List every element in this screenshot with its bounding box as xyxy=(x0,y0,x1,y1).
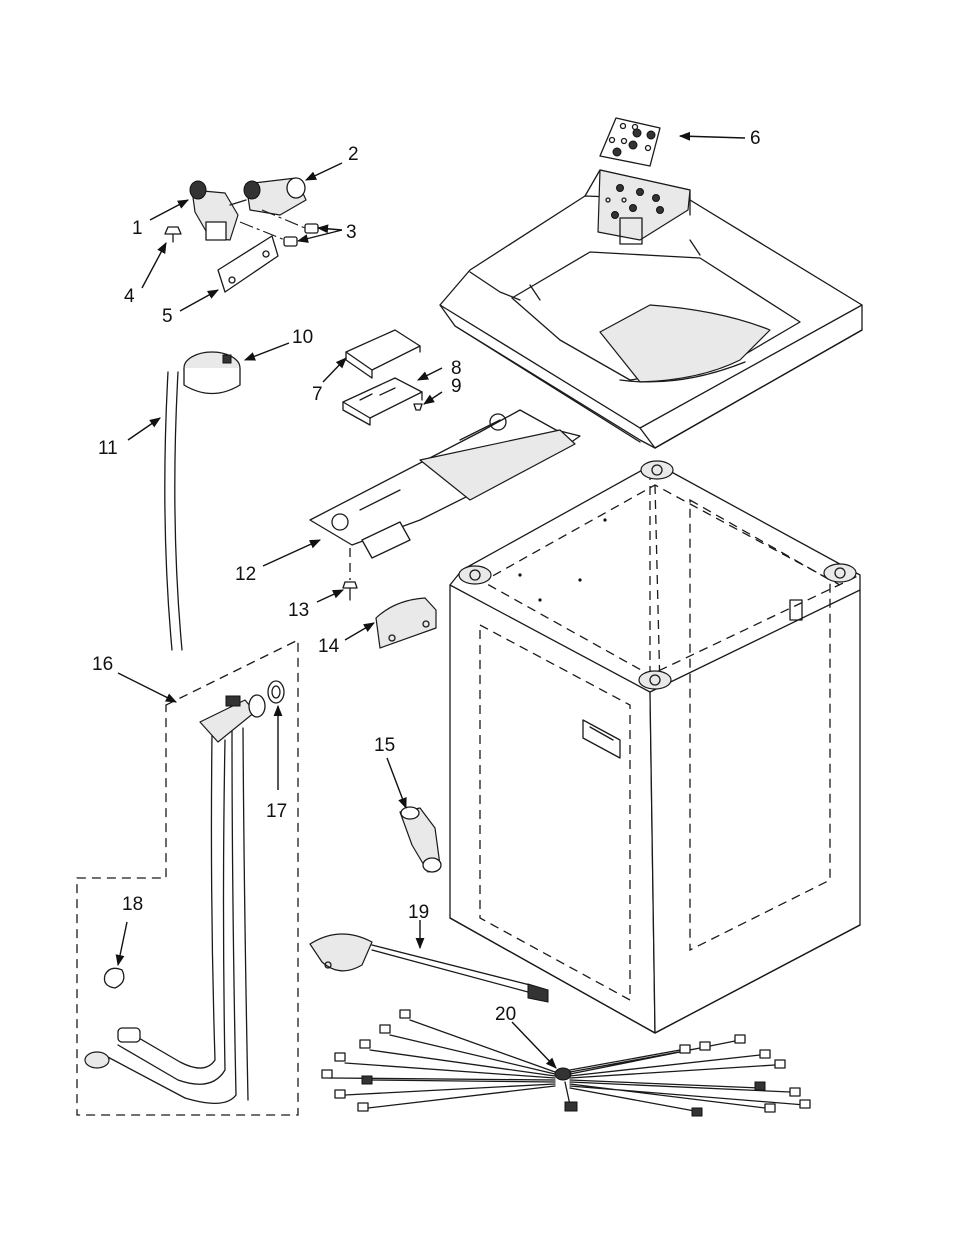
part-mounting-plate xyxy=(310,410,580,558)
callout-15: 15 xyxy=(374,735,395,756)
callout-6: 6 xyxy=(750,128,761,149)
callout-2: 2 xyxy=(348,144,359,165)
callout-13: 13 xyxy=(288,600,309,621)
part-screw-13 xyxy=(343,548,357,600)
part-control-overlay xyxy=(600,118,660,166)
part-control-boards xyxy=(343,330,422,425)
part-valve-bracket xyxy=(218,236,278,292)
callout-19: 19 xyxy=(408,902,429,923)
callout-18: 18 xyxy=(122,894,143,915)
part-wire-harness xyxy=(322,1010,810,1116)
callout-12: 12 xyxy=(235,564,256,585)
callout-14: 14 xyxy=(318,636,340,657)
callout-3: 3 xyxy=(346,222,357,243)
part-cabinet xyxy=(450,461,860,1033)
part-shield xyxy=(376,598,436,648)
callout-9: 9 xyxy=(451,376,462,397)
callout-1: 1 xyxy=(132,218,143,239)
inlet-hose-group xyxy=(77,640,298,1115)
part-top-cover xyxy=(440,170,862,448)
callout-5: 5 xyxy=(162,306,173,327)
callout-10: 10 xyxy=(292,327,313,348)
callout-11: 11 xyxy=(98,438,118,459)
part-water-valves xyxy=(190,178,306,240)
part-pressure-hose xyxy=(165,372,182,650)
callout-17: 17 xyxy=(266,801,287,822)
part-screw-4 xyxy=(165,227,181,242)
part-hose-connector xyxy=(400,807,441,872)
callout-16: 16 xyxy=(92,654,113,675)
callout-7: 7 xyxy=(312,384,323,405)
part-pressure-switch xyxy=(184,352,240,394)
callout-20: 20 xyxy=(495,1004,516,1025)
callout-4: 4 xyxy=(124,286,135,307)
